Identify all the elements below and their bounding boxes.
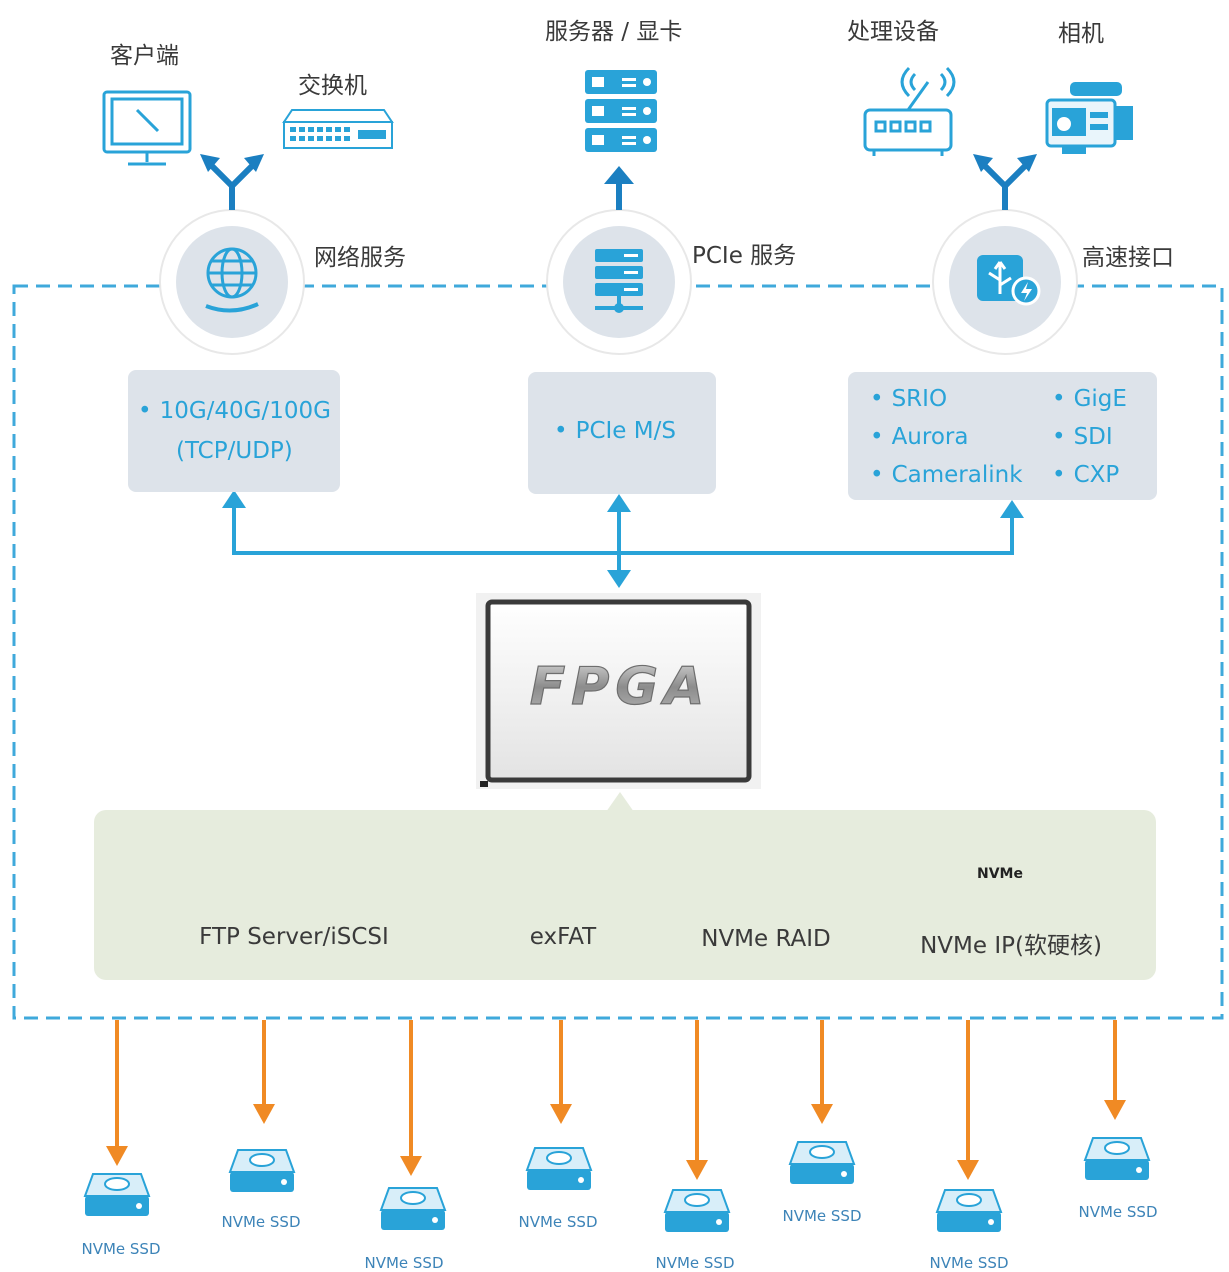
- fpga-chip: [476, 593, 761, 789]
- ssd-drive-icon-8: [1083, 1137, 1151, 1180]
- split-arrow-head-left: [200, 154, 220, 172]
- up-arrow-icon: [604, 166, 634, 210]
- spec-item: GigE: [1052, 380, 1127, 418]
- ssd-label: NVMe SSD: [782, 1207, 862, 1225]
- ssd-label: NVMe SSD: [518, 1213, 598, 1231]
- network-service-circle: [159, 209, 305, 355]
- server-label: 服务器 / 显卡: [545, 19, 683, 45]
- spec-item: SDI: [1052, 418, 1127, 456]
- ssd-drive-icon-6: [788, 1141, 856, 1184]
- ssd-drive-icon-4: [525, 1147, 593, 1190]
- nvme-chip-icon-text: NVMe: [977, 866, 1023, 882]
- ssd-drive-icon-2: [228, 1149, 296, 1192]
- ssd-label: NVMe SSD: [655, 1254, 735, 1272]
- split-arrow-head-right-2: [1017, 154, 1037, 172]
- usb-lightning-icon: [977, 255, 1041, 306]
- highspeed-spec-box: SRIO Aurora Cameralink GigE SDI CXP: [848, 372, 1157, 500]
- arrow-up-highspeed: [1000, 500, 1024, 518]
- spec-item: Aurora: [870, 418, 1023, 456]
- network-switch-icon: [282, 109, 394, 149]
- arrow-up-network: [222, 490, 246, 508]
- spec-item: 10G/40G/100G: [138, 392, 331, 430]
- split-arrow-head-right: [244, 154, 264, 172]
- highspeed-service-label: 高速接口: [1082, 245, 1174, 271]
- ssd-label: NVMe SSD: [929, 1254, 1009, 1272]
- globe-icon: [205, 247, 259, 313]
- server-rack-icon: [585, 70, 657, 152]
- processing-device-label: 处理设备: [847, 19, 939, 45]
- ssd-arrowheads: [106, 1100, 1126, 1180]
- feature-ftp-iscsi: FTP Server/iSCSI: [199, 924, 389, 950]
- split-arrow-icon-right: [980, 161, 1030, 210]
- network-service-label: 网络服务: [314, 245, 406, 271]
- pcie-service-label: PCIe 服务: [692, 243, 797, 269]
- highspeed-spec-left-column: SRIO Aurora Cameralink: [870, 380, 1023, 494]
- feature-exfat: exFAT: [529, 924, 597, 950]
- ssd-arrows: [115, 1020, 1117, 1164]
- ssd-drive-icon-7: [935, 1189, 1003, 1232]
- server-stack-icon: [595, 249, 643, 313]
- client-label: 客户端: [110, 43, 179, 69]
- spec-item: CXP: [1052, 456, 1127, 494]
- spec-item-continued: (TCP/UDP): [176, 438, 293, 464]
- video-camera-icon: [1045, 82, 1133, 154]
- feature-nvme-ip: NVMe IP(软硬核): [920, 933, 1102, 959]
- ssd-label: NVMe SSD: [364, 1254, 444, 1272]
- switch-label: 交换机: [298, 73, 367, 99]
- feature-nvme-raid: NVMe RAID: [701, 926, 831, 952]
- highspeed-spec-right-column: GigE SDI CXP: [1052, 380, 1127, 494]
- pcie-spec-box: PCIe M/S: [528, 372, 716, 494]
- split-arrow-head-left-2: [973, 154, 993, 172]
- arrow-up-pcie: [607, 494, 631, 512]
- ssd-label: NVMe SSD: [81, 1240, 161, 1258]
- software-features-panel: [94, 810, 1156, 980]
- pcie-service-circle: [546, 209, 692, 355]
- ssd-drive-icon-5: [663, 1189, 731, 1232]
- camera-label: 相机: [1058, 21, 1104, 47]
- ssd-drive-icon-1: [83, 1173, 151, 1216]
- split-arrow-icon: [207, 161, 257, 210]
- ssd-label: NVMe SSD: [1078, 1203, 1158, 1221]
- router-icon: [863, 66, 956, 156]
- ssd-drive-icon-3: [379, 1187, 447, 1230]
- feature-panel-pointer: [606, 792, 634, 812]
- monitor-icon: [102, 90, 192, 166]
- ssd-label: NVMe SSD: [221, 1213, 301, 1231]
- bus-connector: [232, 500, 1014, 578]
- spec-item: SRIO: [870, 380, 1023, 418]
- spec-item: Cameralink: [870, 456, 1023, 494]
- spec-item: PCIe M/S: [554, 412, 676, 450]
- arrow-down-fpga: [607, 570, 631, 588]
- network-spec-box: 10G/40G/100G (TCP/UDP): [128, 370, 340, 492]
